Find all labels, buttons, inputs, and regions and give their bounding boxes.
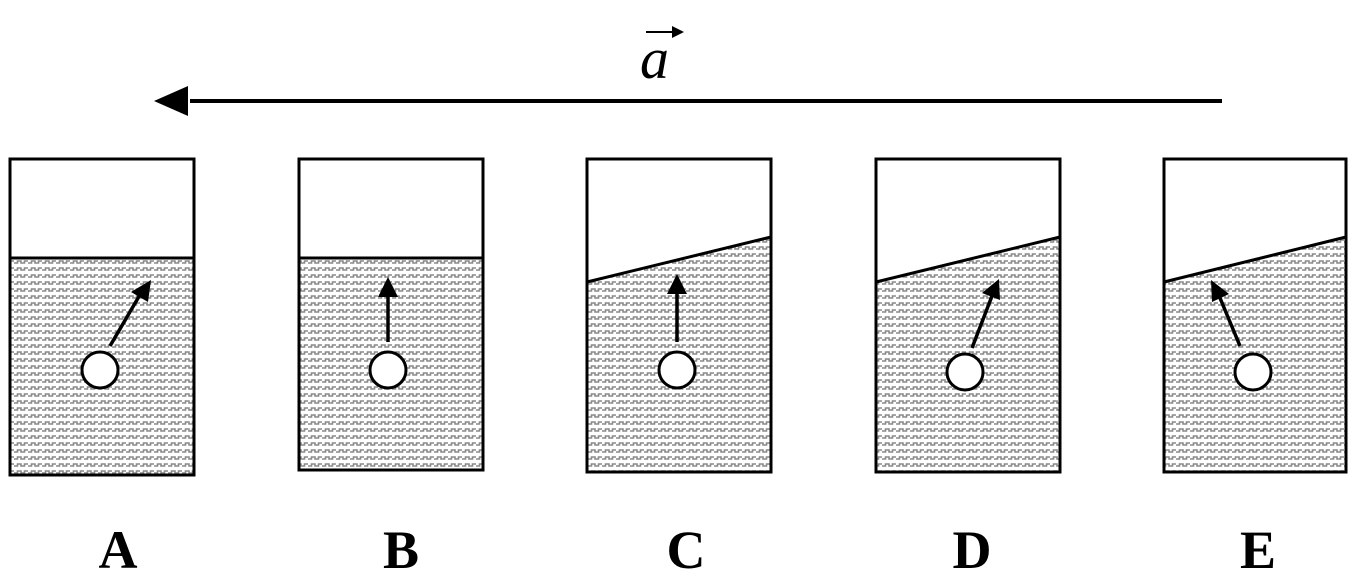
acceleration-vector: a (154, 26, 1222, 116)
acceleration-label-vector-tip (672, 26, 684, 38)
container-b (297, 157, 485, 472)
container-e (1162, 157, 1348, 474)
option-label-c: C (667, 520, 706, 580)
ball-a (80, 350, 120, 390)
ball-c (657, 350, 697, 390)
ball-b (368, 350, 408, 390)
surface-e (1163, 235, 1347, 284)
force-arrow-head-a (131, 280, 151, 302)
force-arrow-head-d (982, 279, 1000, 300)
surface-c (586, 235, 772, 284)
surface-d (875, 235, 1061, 284)
force-arrow-a (108, 292, 143, 347)
force-arrow-head-e (1211, 280, 1229, 302)
option-label-e: E (1240, 520, 1276, 580)
option-label-b: B (383, 520, 419, 580)
option-a: A (8, 157, 196, 580)
option-b: B (297, 157, 485, 580)
option-c: C (585, 157, 773, 580)
container-c (585, 157, 773, 474)
force-arrow-head-b (378, 277, 398, 297)
acceleration-arrow-head (154, 86, 188, 116)
option-d: D (874, 157, 1062, 580)
ball-d (945, 352, 985, 392)
force-arrow-head-c (667, 274, 687, 294)
container-d (874, 157, 1062, 474)
option-e: E (1162, 157, 1348, 580)
force-arrow-d (970, 295, 994, 349)
option-label-d: D (953, 520, 992, 580)
option-label-a: A (99, 520, 138, 580)
acceleration-label: a (640, 26, 669, 91)
force-arrow-e (1218, 297, 1242, 347)
container-a (8, 157, 196, 477)
ball-e (1233, 352, 1273, 392)
